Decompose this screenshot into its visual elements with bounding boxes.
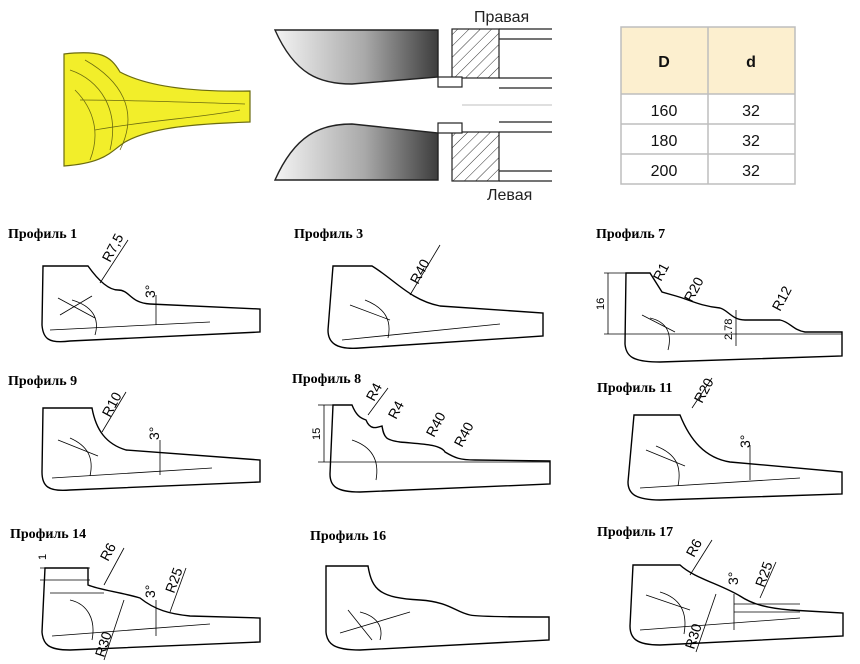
profile-title: Профиль 14 xyxy=(10,527,86,542)
height-label: 16 xyxy=(595,298,607,310)
dimension-table: D d 160 32 180 32 200 32 xyxy=(620,26,796,185)
radius-label: R30 xyxy=(92,629,115,659)
step-label: 1 xyxy=(37,554,49,560)
radius-label: R20 xyxy=(681,274,707,304)
radius-label: R20 xyxy=(691,375,717,405)
profile-title: Профиль 3 xyxy=(294,227,363,242)
angle-label: 3° xyxy=(142,285,158,298)
left-cutter-hatch xyxy=(451,131,500,182)
profile-1: Профиль 1 R7,5 3° xyxy=(8,227,261,343)
table-cell: 32 xyxy=(742,133,760,150)
table-cell: 32 xyxy=(742,163,760,180)
table-cell: 160 xyxy=(651,103,678,120)
left-cutter-label: Левая xyxy=(487,187,532,204)
angle-label: 3° xyxy=(142,585,158,598)
profile-title: Профиль 8 xyxy=(292,372,361,387)
table-cell: 200 xyxy=(651,163,678,180)
profile-3: Профиль 3 R40 xyxy=(294,227,544,349)
radius-label: R7,5 xyxy=(99,231,127,265)
profile-16: Профиль 16 xyxy=(310,529,550,651)
right-cutter-body xyxy=(273,29,439,85)
table-cell: 180 xyxy=(651,133,678,150)
radius-label: R4 xyxy=(385,398,408,422)
right-cutter-label: Правая xyxy=(474,9,529,26)
right-cutter-stem xyxy=(437,76,463,88)
angle-label: 3° xyxy=(737,435,753,448)
radius-label: R40 xyxy=(407,256,433,286)
cutter-section: Правая Левая xyxy=(273,9,552,204)
blade-illustration xyxy=(63,52,251,167)
angle-label: 3° xyxy=(146,427,162,440)
blade-shape xyxy=(63,52,251,167)
blade-grain xyxy=(69,59,246,161)
right-cutter-hatch xyxy=(451,28,500,79)
height-label: 15 xyxy=(311,428,323,440)
angle-label: 3° xyxy=(725,572,741,585)
profile-title: Профиль 16 xyxy=(310,529,386,544)
left-cutter-stem xyxy=(437,122,463,134)
radius-label: R1 xyxy=(650,260,673,284)
radius-label: R12 xyxy=(769,283,795,313)
profile-title: Профиль 17 xyxy=(597,525,673,540)
profile-8: Профиль 8 R4 R4 R40 R40 15 xyxy=(292,372,551,493)
radius-label: R40 xyxy=(451,419,477,449)
profile-9: Профиль 9 R10 3° xyxy=(8,374,261,492)
table-header-d: d xyxy=(746,54,756,71)
radius-label: R40 xyxy=(423,409,449,439)
profile-17: Профиль 17 R6 3° R25 R30 xyxy=(597,525,844,653)
radius-label: R6 xyxy=(683,536,706,560)
radius-label: R6 xyxy=(97,540,120,564)
profile-title: Профиль 7 xyxy=(596,227,665,242)
table-header-D: D xyxy=(658,54,670,71)
profile-11: Профиль 11 R20 3° xyxy=(597,375,843,501)
profile-7: Профиль 7 R1 R20 R12 16 2.78 xyxy=(595,227,843,363)
depth-label: 2.78 xyxy=(723,319,735,340)
radius-label: R4 xyxy=(363,380,386,404)
left-cutter-body xyxy=(273,123,439,181)
table-cell: 32 xyxy=(742,103,760,120)
profile-title: Профиль 11 xyxy=(597,381,672,396)
radius-label: R25 xyxy=(752,559,776,589)
profile-title: Профиль 1 xyxy=(8,227,77,242)
radius-label: R30 xyxy=(682,621,705,651)
profile-14: Профиль 14 1 R6 3° R25 R30 xyxy=(10,527,261,661)
profile-title: Профиль 9 xyxy=(8,374,77,389)
radius-label: R25 xyxy=(162,565,186,595)
radius-label: R10 xyxy=(99,389,125,419)
